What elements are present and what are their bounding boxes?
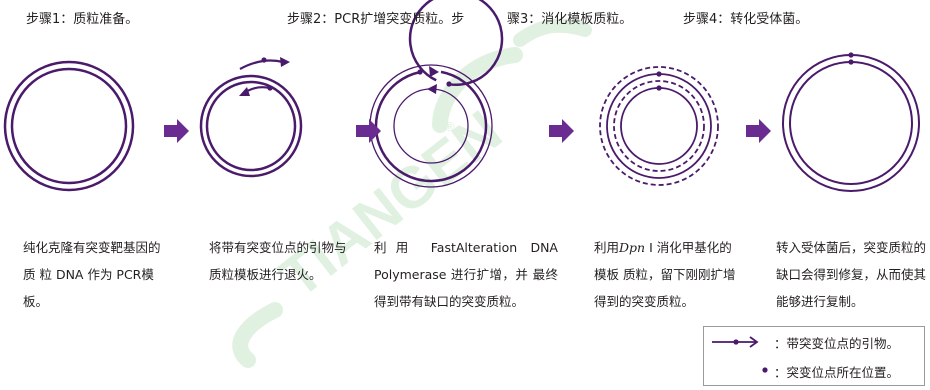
plasmid-inner-strand [10,67,128,185]
step3-description-body: FastAlteration DNA Polymerase 进行扩增，并 最终得… [374,240,558,309]
primer-reverse-site-dot [267,85,273,91]
legend-box: ：带突变位点的引物。 ：突变位点所在位置。 [703,326,925,386]
legend-site-label: ：突变位点所在位置。 [774,365,900,380]
step4-description-enzyme: Dpn [619,240,646,255]
legend-site-dot-icon [762,367,768,373]
step3-description-prefix: 利用 [374,240,418,255]
plasmid-outer-strand [3,60,135,192]
legend-symbols [712,336,768,373]
step-arrow-1 [164,119,189,143]
digested-template-middle [613,80,705,172]
step5-plasmid [782,52,920,192]
process-arrows [164,119,771,143]
step3-plasmid [369,0,504,188]
step4-description-prefix: 利用 [594,240,620,255]
mutation-site-dot [848,59,854,65]
mutation-site-dot [656,85,662,91]
watermark-logo-arc-2 [513,18,592,47]
step4-plasmid [599,66,719,186]
step3-title: 骤3：消化模板质粒。 [507,12,633,27]
new-strand-outer [374,70,488,183]
step3-description: 利用 FastAlteration DNA Polymerase 进行扩增，并 … [374,234,558,315]
plasmid-outer-strand [782,54,920,192]
primer-forward [239,59,284,70]
plasmid-inner-strand [789,61,913,185]
new-strand-inner-site-dot [446,81,452,87]
step2-plasmid [199,57,303,178]
step1-plasmid [3,60,135,192]
mutation-site-dot [848,52,854,58]
primer-reverse-arrowhead [239,87,250,96]
plasmid-outer-strand [199,74,303,178]
step1-description: 纯化克隆有突变靶基因的质 粒 DNA 作为 PCR模板。 [23,240,161,309]
new-strand-outer-arrowhead [429,66,439,77]
step1-title: 步骤1：质粒准备。 [26,12,139,27]
step4-description-body: 消化甲基化的模板 质粒，留下刚刚扩增得到的突变质粒。 [594,240,736,309]
mutation-site-dot [656,71,662,77]
step4-description-enzyme-roman: I [645,240,657,255]
legend-primer-dot-icon [733,339,739,345]
primer-forward-site-dot [261,57,267,63]
step2-title: 步骤2：PCR扩增突变质粒。步 [287,12,465,27]
watermark-logo-c [232,302,283,368]
new-strand-inner-arrowhead [427,84,437,94]
new-strand-inner [408,0,504,87]
primer-forward-arrowhead [280,57,290,67]
step4-title: 步骤4：转化受体菌。 [683,12,809,27]
watermark-registered-mark: ® [444,120,456,134]
plasmid-inner-strand [205,80,297,172]
legend-primer-label: ：带突变位点的引物。 [774,336,900,351]
step-arrow-3 [549,119,574,143]
step4-description: 利用Dpn I 消化甲基化的模板 质粒，留下刚刚扩增得到的突变质粒。 [594,234,744,315]
step2-description: 将带有突变位点的引物与质粒模板进行退火。 [209,240,347,282]
step-arrow-4 [746,119,771,143]
step-arrow-2 [356,119,381,143]
legend-primer-arrowhead-icon [749,336,759,348]
digested-template-outer [599,66,719,186]
new-strand-inner [620,87,698,165]
step5-description: 转入受体菌后，突变质粒的缺口会得到修复，从而使其能够进行复制。 [776,240,927,309]
